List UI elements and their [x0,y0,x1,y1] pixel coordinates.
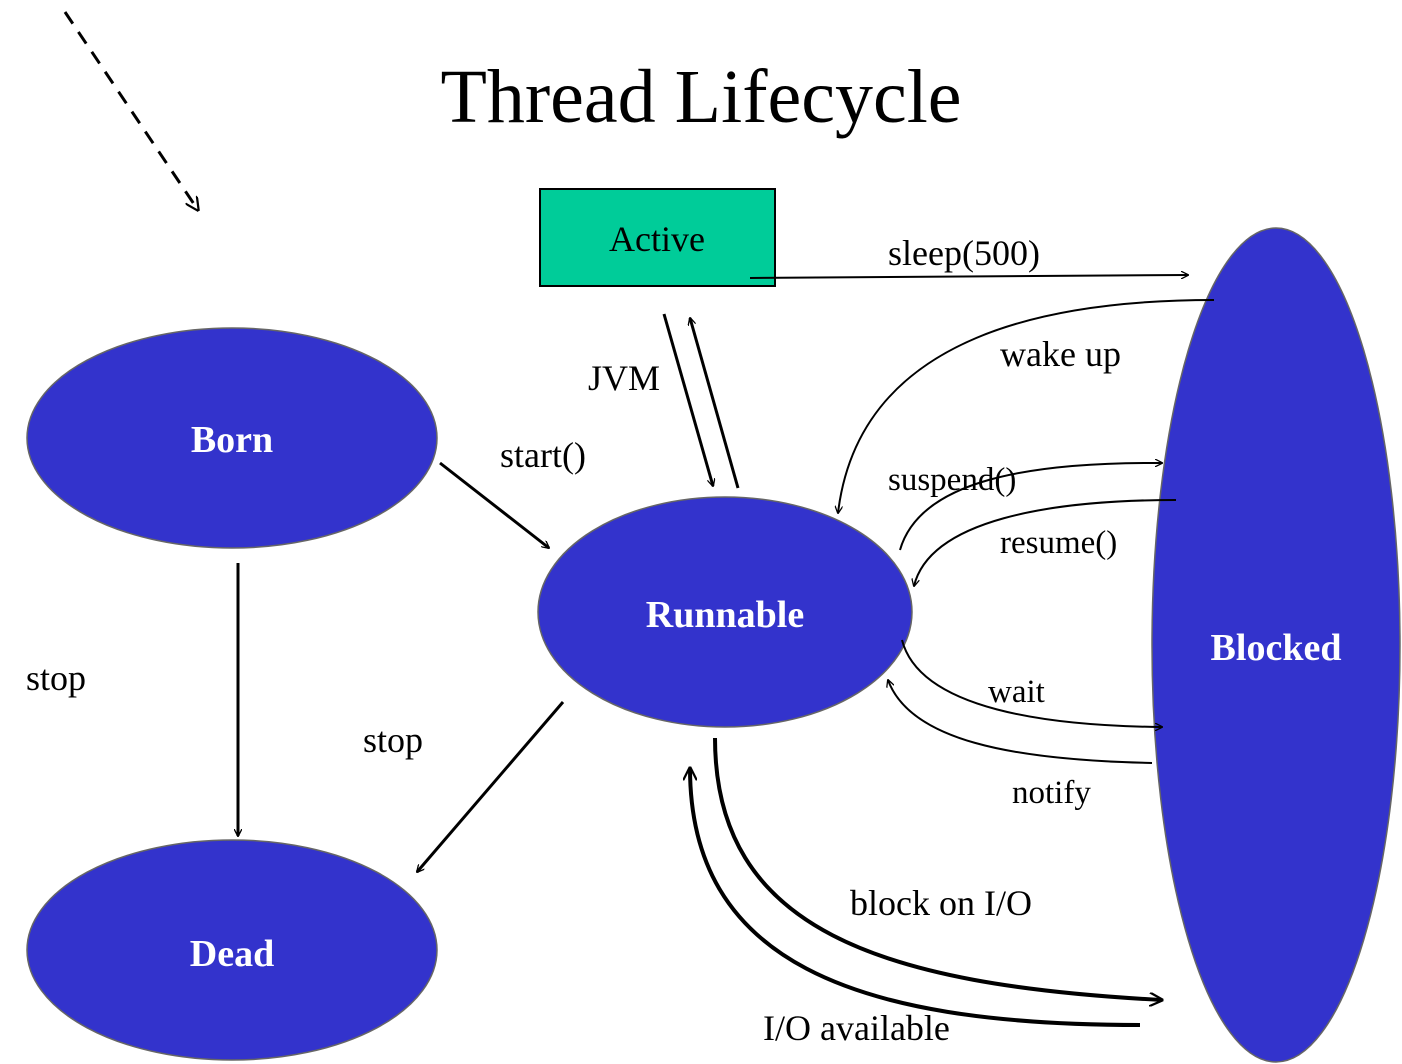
suspend-arrow [899,463,1162,551]
io-available-arrow [690,768,1141,1027]
runnable-stop-label: stop [363,720,423,760]
born-state [26,327,438,549]
active-state-label: Active [609,219,705,259]
jvm-label: JVM [588,358,660,398]
block-io-arrow [713,737,1162,1000]
start-arrow [439,461,549,548]
blocked-state [1151,227,1401,1063]
blocked-state-label: Blocked [1211,627,1342,669]
active-state-box [539,188,776,287]
io-available-label: I/O available [763,1008,950,1048]
resume-label: resume() [1000,525,1117,561]
resume-arrow [914,499,1177,586]
dashed-pointer-arrow [63,11,198,210]
jvm-down-arrow [662,313,713,486]
dead-state [26,839,438,1061]
start-label: start() [500,435,586,475]
runnable-state-label: Runnable [646,594,804,636]
sleep-arrow [749,275,1188,278]
diagram-title: Thread Lifecycle [440,55,961,139]
suspend-label: suspend() [888,462,1016,498]
runnable-stop-arrow [417,701,565,872]
born-stop-label: stop [26,658,86,698]
wake-up-arrow [838,299,1215,513]
notify-label: notify [1012,775,1091,811]
dead-state-label: Dead [190,933,274,975]
sleep-label: sleep(500) [888,233,1040,273]
runnable-state [537,496,913,728]
wait-label: wait [988,674,1045,710]
wait-arrow [901,639,1162,727]
block-io-label: block on I/O [850,883,1032,923]
notify-arrow [888,680,1153,764]
born-state-label: Born [191,419,273,461]
jvm-up-arrow [690,318,740,489]
wake-up-label: wake up [1000,334,1121,374]
